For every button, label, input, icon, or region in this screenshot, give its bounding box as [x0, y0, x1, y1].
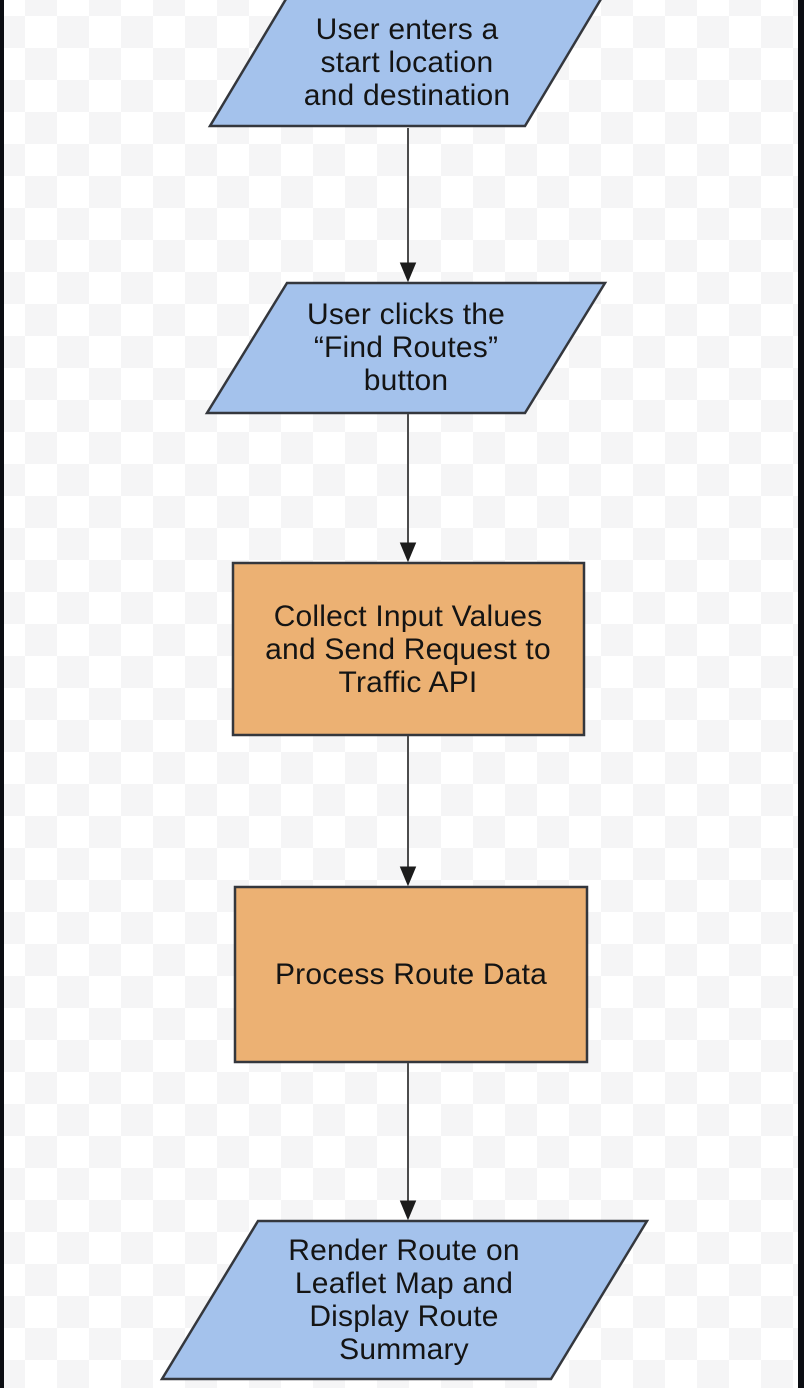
- edge-3-arrowhead-icon: [399, 866, 417, 887]
- edge-2-arrowhead-icon: [399, 542, 417, 563]
- node-input-start-destination: [207, 0, 602, 128]
- node-click-find-routes: [204, 281, 608, 415]
- node-collect-input-send-request: [231, 561, 586, 737]
- node-process-route-data: [233, 885, 589, 1064]
- edge-4-arrowhead-icon: [399, 1200, 417, 1221]
- edge-1-arrowhead-icon: [399, 262, 417, 283]
- node-render-route-display-summary: [159, 1219, 650, 1381]
